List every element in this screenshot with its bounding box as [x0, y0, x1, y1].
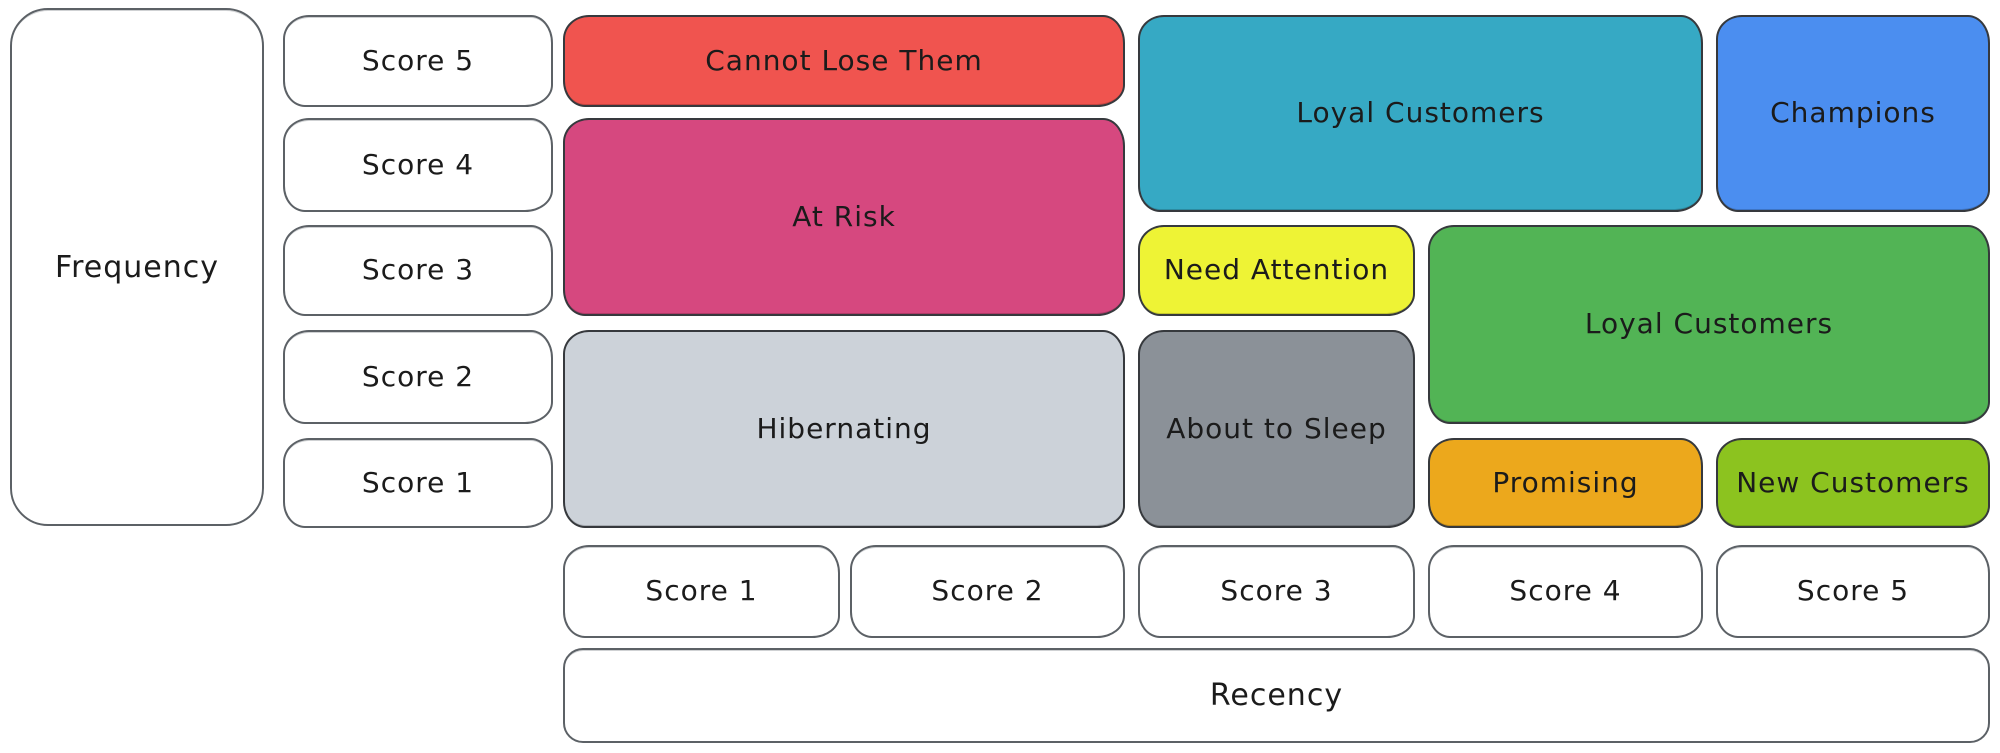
segment-promising: Promising: [1428, 438, 1703, 528]
recency-axis-label: Recency: [563, 648, 1990, 743]
frequency-score-5: Score 5: [283, 15, 553, 107]
frequency-score-3: Score 3: [283, 225, 553, 316]
recency-score-1: Score 1: [563, 545, 840, 638]
frequency-axis-label: Frequency: [10, 8, 264, 526]
segment-at-risk: At Risk: [563, 118, 1125, 316]
frequency-score-4: Score 4: [283, 118, 553, 212]
recency-score-4: Score 4: [1428, 545, 1703, 638]
frequency-score-2: Score 2: [283, 330, 553, 424]
segment-loyal-customers: Loyal Customers: [1138, 15, 1703, 212]
recency-score-2: Score 2: [850, 545, 1125, 638]
segment-new-customers: New Customers: [1716, 438, 1990, 528]
recency-score-5: Score 5: [1716, 545, 1990, 638]
frequency-score-1: Score 1: [283, 438, 553, 528]
segment-about-to-sleep: About to Sleep: [1138, 330, 1415, 528]
segment-champions: Champions: [1716, 15, 1990, 212]
segment-hibernating: Hibernating: [563, 330, 1125, 528]
segment-loyal-customers: Loyal Customers: [1428, 225, 1990, 424]
recency-score-3: Score 3: [1138, 545, 1415, 638]
segment-need-attention: Need Attention: [1138, 225, 1415, 316]
segment-cannot-lose-them: Cannot Lose Them: [563, 15, 1125, 107]
